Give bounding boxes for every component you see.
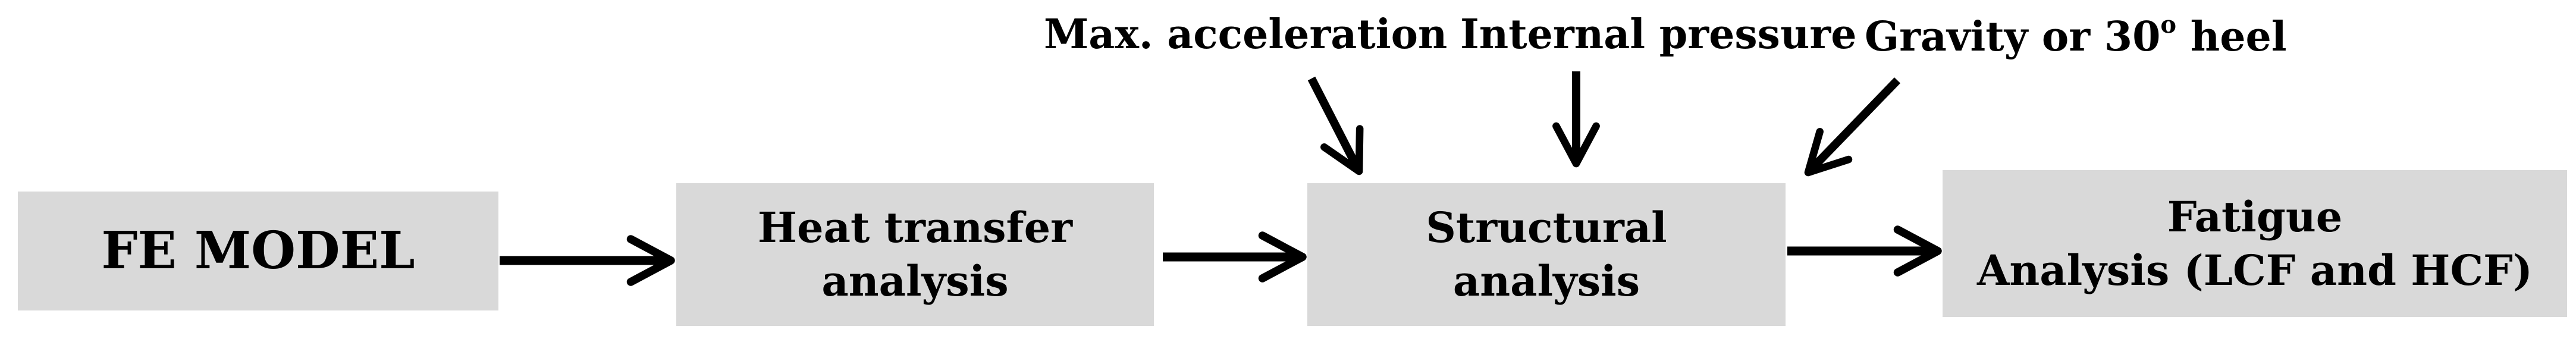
fe-model-box: FE MODEL xyxy=(18,192,498,310)
heat-transfer-label-line2: analysis xyxy=(821,256,1009,306)
heat-transfer-label-line1: Heat transfer xyxy=(757,203,1073,253)
structural-label-line2: analysis xyxy=(1452,256,1640,306)
fatigue-label-line1: Fatigue xyxy=(2167,192,2343,241)
degree-superscript: o xyxy=(2160,11,2177,39)
gravity-heel-label: Gravity or 30o heel xyxy=(1865,11,2287,61)
internal-pressure-label: Internal pressure xyxy=(1460,11,1857,58)
fe-model-label: FE MODEL xyxy=(101,220,415,281)
arrow-gravity-load xyxy=(1804,77,1901,177)
fatigue-label-line2: Analysis (LCF and HCF) xyxy=(1977,245,2533,295)
structural-label-line1: Structural xyxy=(1426,203,1667,253)
fatigue-analysis-box: Fatigue Analysis (LCF and HCF) xyxy=(1943,170,2567,317)
arrow-acceleration-load xyxy=(1307,76,1364,175)
heat-transfer-box: Heat transfer analysis xyxy=(676,183,1154,326)
heel-text: heel xyxy=(2176,13,2287,61)
max-acceleration-label: Max. acceleration xyxy=(1044,11,1448,58)
structural-analysis-box: Structural analysis xyxy=(1307,183,1786,326)
gravity-text: Gravity or 30 xyxy=(1865,13,2161,61)
